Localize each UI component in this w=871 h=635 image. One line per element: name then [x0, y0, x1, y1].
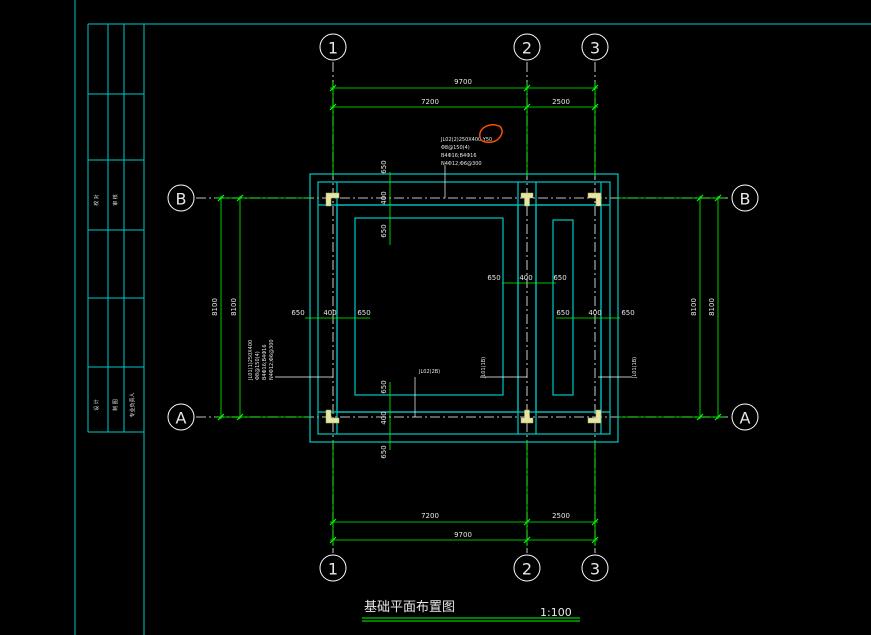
beam-label-jl02-top-4: N4Φ12;Φ6@300 — [441, 161, 482, 167]
axis-bubble-2-bottom — [513, 554, 541, 582]
dimension-ticks — [217, 84, 722, 544]
dim-depth-left-inner: 8100 — [230, 298, 238, 316]
grid-bubbles — [167, 33, 759, 582]
title-block-cell-3: 设 计 — [93, 399, 100, 411]
dimension-lines — [215, 82, 725, 546]
dim-400-right: 400 — [588, 309, 601, 317]
beam-label-jl01-mid: JL01(1B) — [481, 357, 487, 379]
beam-label-jl02-top-1: JL02(2)250X400 Y50 — [440, 137, 492, 143]
dim-overall-width-top: 9700 — [454, 78, 472, 86]
dim-650-bottom-upper: 650 — [380, 380, 388, 393]
title-block-cell-2: 审 核 — [112, 194, 119, 206]
axis-bubble-B-left — [167, 184, 195, 212]
beam-label-jl01-left-3: B4Φ16;B4Φ16 — [262, 344, 268, 380]
axis-bubble-1-bottom — [319, 554, 347, 582]
dim-650-left-inner: 650 — [357, 309, 370, 317]
dim-650-mid-right: 650 — [553, 274, 566, 282]
dim-right-bay-top: 2500 — [552, 98, 570, 106]
axis-label-2-top: 2 — [522, 39, 532, 58]
dim-left-bay-bottom: 7200 — [421, 512, 439, 520]
title-block-text: 校 对 审 核 设 计 制 图 专业负责人 — [93, 194, 136, 417]
column-2B — [520, 192, 534, 207]
column-3B — [587, 192, 602, 207]
axis-label-3-bottom: 3 — [590, 560, 600, 579]
column-1A — [325, 409, 340, 424]
axis-bubble-B-right — [731, 184, 759, 212]
leader-lines — [275, 165, 632, 417]
drawing-title-block: 基础平面布置图 1:100 — [362, 600, 580, 622]
beam-label-jl02-top-2: Φ8@150(4) — [441, 145, 470, 151]
axis-label-1-top: 1 — [328, 39, 338, 58]
axis-bubble-A-left — [167, 403, 195, 431]
title-block-cell-1: 校 对 — [93, 194, 100, 206]
annotation-circle — [479, 124, 503, 143]
axis-label-B-right: B — [740, 190, 751, 209]
dim-400-top: 400 — [380, 191, 388, 204]
column-1B — [325, 192, 340, 207]
dim-650-bottom-lower: 650 — [380, 445, 388, 458]
axis-label-A-right: A — [740, 409, 751, 428]
axis-label-A-left: A — [176, 409, 187, 428]
beam-label-jl02-top-3: B4Φ16;B4Φ16 — [441, 153, 477, 159]
axis-bubble-2-top — [513, 33, 541, 61]
dimension-texts: 9700 7200 2500 7200 2500 9700 8100 8100 … — [211, 78, 716, 539]
dim-650-right-outer: 650 — [621, 309, 634, 317]
title-block-cell-5: 专业负责人 — [129, 392, 136, 417]
dim-400-mid: 400 — [519, 274, 532, 282]
dim-left-bay-top: 7200 — [421, 98, 439, 106]
dim-depth-left-outer: 8100 — [211, 298, 219, 316]
column-3A — [587, 409, 602, 424]
dim-650-top-lower: 650 — [380, 224, 388, 237]
dim-650-mid-left: 650 — [487, 274, 500, 282]
dim-650-top-upper: 650 — [380, 160, 388, 173]
beam-label-jl01-left-2: Φ8@150(4) — [255, 351, 261, 380]
beam-label-jl01-right: JL01(1B) — [632, 357, 638, 379]
dim-overall-width-bottom: 9700 — [454, 531, 472, 539]
dim-right-bay-bottom: 2500 — [552, 512, 570, 520]
axis-bubble-3-bottom — [581, 554, 609, 582]
axis-label-1-bottom: 1 — [328, 560, 338, 579]
grid-lines — [196, 62, 730, 553]
dim-depth-right-inner: 8100 — [690, 298, 698, 316]
beam-label-jl02-mid: JL02(2B) — [418, 369, 440, 375]
beam-label-jl01-left-1: JL01(1)250X400 — [248, 340, 254, 381]
foundation-outline — [309, 173, 619, 443]
dim-400-bottom: 400 — [380, 411, 388, 424]
dim-650-right-inner: 650 — [556, 309, 569, 317]
beam-annotations: JL02(2)250X400 Y50 Φ8@150(4) B4Φ16;B4Φ16… — [248, 137, 638, 381]
axis-bubble-A-right — [731, 403, 759, 431]
title-block — [74, 0, 871, 635]
dim-depth-right-outer: 8100 — [708, 298, 716, 316]
title-block-cell-4: 制 图 — [112, 399, 119, 411]
column-2A — [520, 409, 534, 424]
axis-label-B-left: B — [176, 190, 187, 209]
grid-axis-labels: 1 2 3 1 2 3 B A B A — [176, 39, 751, 579]
axis-bubble-1-top — [319, 33, 347, 61]
beam-label-jl01-left-4: N4Φ12;Φ6@300 — [269, 339, 275, 380]
axis-label-2-bottom: 2 — [522, 560, 532, 579]
columns — [325, 192, 602, 424]
dim-400-left: 400 — [323, 309, 336, 317]
drawing-scale: 1:100 — [540, 606, 572, 619]
dim-650-left-outer: 650 — [291, 309, 304, 317]
drawing-title: 基础平面布置图 — [364, 600, 455, 615]
axis-label-3-top: 3 — [590, 39, 600, 58]
axis-bubble-3-top — [581, 33, 609, 61]
